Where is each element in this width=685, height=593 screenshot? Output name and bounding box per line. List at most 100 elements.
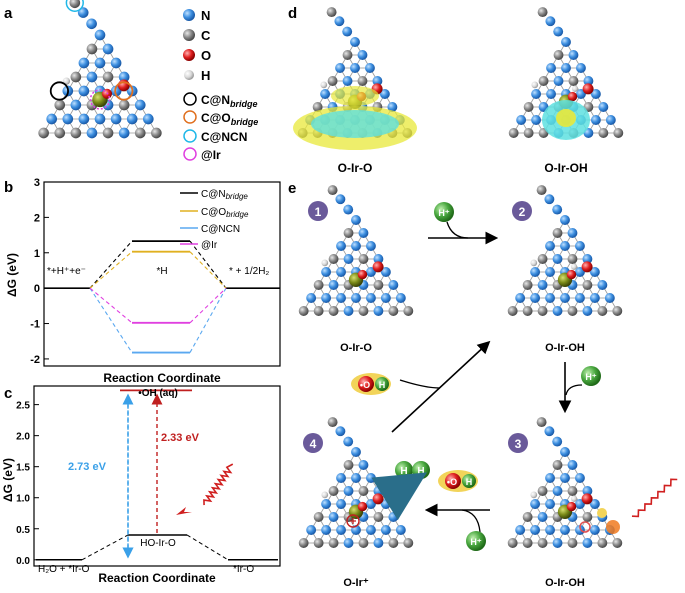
nitrogen-atom (118, 71, 130, 83)
nitrogen-atom (342, 76, 353, 86)
chart-b-series-3-rise (89, 287, 133, 324)
step-badge-2 (512, 201, 532, 221)
hydrogen-atom (321, 259, 329, 267)
charge-marker-e4 (346, 514, 360, 528)
hydrogen-atom (570, 495, 578, 502)
molecule-e2 (507, 185, 623, 316)
carbon-atom (537, 7, 548, 18)
nitrogen-atom (358, 228, 369, 238)
carbon-atom (327, 417, 338, 428)
oh2-o-label: •O (447, 477, 457, 487)
carbon-atom (70, 127, 82, 139)
carbon-atom (522, 538, 533, 548)
oh-o-ball (358, 376, 374, 392)
chart-b-tick-label: 0 (34, 283, 40, 295)
site-ring-obridge (114, 81, 134, 101)
nitrogen-atom (358, 460, 369, 470)
carbon-atom (312, 102, 323, 112)
nitrogen-atom (560, 473, 570, 483)
nitrogen-atom (388, 512, 399, 522)
hydrogen-atom (321, 491, 329, 499)
oxygen-atom (581, 493, 593, 505)
nitrogen-atom (545, 16, 556, 27)
oxygen-atom (357, 269, 368, 280)
step-badge-3 (508, 433, 528, 453)
legend-site-nbridge-ring (183, 92, 197, 106)
nitrogen-atom (350, 63, 360, 73)
hydrogen-atom (530, 491, 538, 499)
step-number-4: 4 (310, 437, 317, 451)
electron-marker-e (597, 508, 607, 518)
carbon-atom (568, 76, 579, 86)
nitrogen-atom (328, 512, 339, 522)
nitrogen-atom (365, 63, 375, 73)
legend-site-ncn-ring (183, 129, 197, 143)
nitrogen-atom (552, 538, 563, 548)
legend-site-ir: @Ir (201, 148, 221, 162)
hydrogen-atom (320, 81, 328, 89)
caption-d1: O-Ir-O (338, 161, 373, 175)
nitrogen-atom (516, 115, 527, 125)
carbon-atom (522, 280, 533, 290)
carbon-atom (508, 128, 519, 138)
nitrogen-atom (321, 525, 332, 535)
nitrogen-atom (94, 113, 106, 125)
nitrogen-atom (336, 267, 346, 277)
nitrogen-atom (387, 102, 398, 112)
carbon-atom (597, 538, 608, 548)
proton-ball-3 (466, 531, 486, 551)
carbon-atom (507, 306, 518, 316)
nitrogen-atom (582, 538, 593, 548)
oxygen-atom (567, 91, 578, 102)
carbon-atom (54, 99, 66, 111)
legend-n-label: N (201, 8, 210, 23)
chart-b-series-2-fall (189, 287, 227, 353)
nitrogen-atom (530, 267, 541, 277)
carbon-atom (327, 76, 338, 86)
carbon-atom (328, 486, 339, 496)
nitrogen-atom (545, 267, 555, 277)
nitrogen-atom (552, 486, 563, 496)
carbon-atom (567, 486, 578, 496)
carbon-atom (298, 306, 309, 316)
panel-label-a: a (4, 5, 13, 22)
h2-h2-label: H (417, 466, 424, 477)
nitrogen-atom (597, 280, 608, 290)
panel-label-d: d (288, 5, 297, 22)
chart-c-fall (186, 534, 229, 561)
nitrogen-atom (366, 525, 376, 535)
carbon-atom (343, 460, 354, 470)
panel-label-b: b (4, 179, 13, 196)
isosurface-yellow-d1b (331, 86, 379, 106)
carbon-atom (357, 76, 368, 86)
oh-o-label: •O (360, 380, 370, 390)
light-wave-c (203, 463, 234, 506)
hydrogen-atom (531, 81, 539, 89)
chart-c-mid-label: HO-Ir-O (140, 538, 176, 549)
legend-site-ncn: C@NCN (201, 130, 247, 144)
nitrogen-atom (102, 43, 114, 55)
nitrogen-atom (379, 89, 390, 99)
proton-ball-2 (581, 366, 601, 386)
nitrogen-atom (110, 57, 122, 69)
chart-b-xlabel: Reaction Coordinate (103, 371, 221, 385)
chart-c-plot (36, 389, 278, 561)
legend-h-ball (184, 70, 194, 80)
panel-label-e: e (288, 180, 296, 197)
light-arrow-c (176, 507, 192, 515)
nitrogen-atom (546, 89, 556, 99)
molecule-a (38, 0, 162, 139)
proton-ball-1 (434, 202, 454, 222)
arrow-proton-in-1 (446, 221, 469, 239)
oxygen-atom (117, 79, 130, 92)
chart-c-left-label: H₂O + *Ir-O (38, 564, 90, 575)
nitrogen-atom (336, 473, 346, 483)
oh-h-label: H (379, 380, 386, 390)
carbon-atom (326, 7, 337, 18)
panel-e: e 1 2 3 4 O-Ir-O O-Ir-OH O-Ir-OH O-Ir⁺ H… (288, 180, 678, 589)
chart-b-tick-label: -2 (30, 354, 40, 366)
legend-b-nbridge: C@Nbridge (201, 189, 248, 201)
nitrogen-atom (545, 293, 555, 303)
caption-e1: O-Ir-O (340, 342, 372, 354)
